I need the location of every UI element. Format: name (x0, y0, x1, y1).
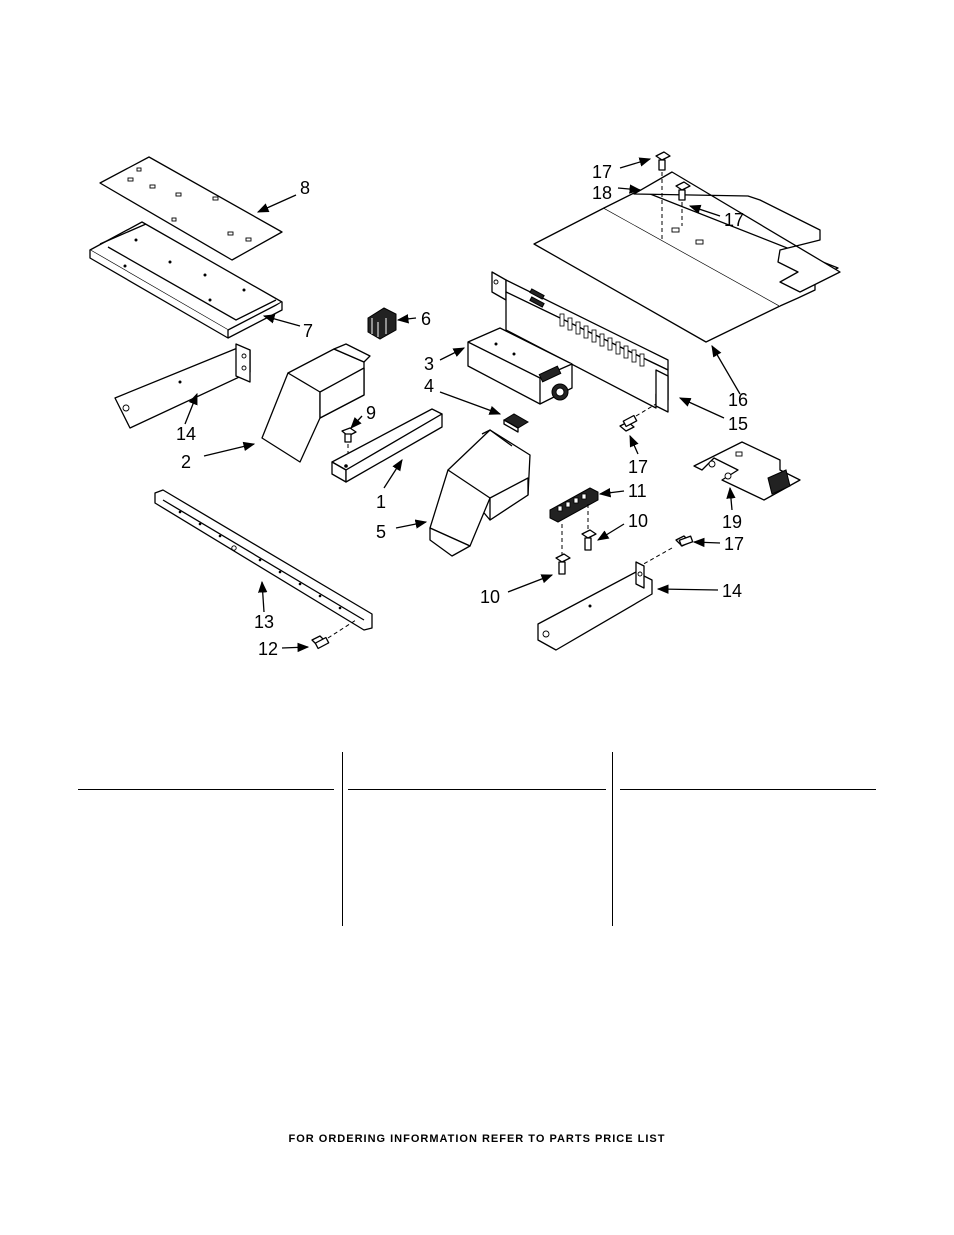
part-10-screw-b (581, 504, 597, 551)
callout-14a: 14 (176, 424, 196, 444)
part-16-top-panel (533, 189, 839, 343)
callout-4: 4 (424, 376, 434, 396)
part-17-screw-top (655, 151, 671, 240)
column-3-rule (620, 789, 876, 790)
part-2-duct (261, 343, 371, 463)
callout-3: 3 (424, 354, 434, 374)
callout-19: 19 (722, 512, 742, 532)
callout-10b: 10 (628, 511, 648, 531)
part-18-upper-panel (633, 171, 841, 293)
part-12-screw (311, 619, 357, 650)
callout-leaders (184, 157, 741, 653)
callout-17d: 17 (724, 534, 744, 554)
part-4-clip (503, 413, 529, 433)
part-5-shield (429, 429, 531, 557)
part-11-terminal-block (549, 487, 599, 523)
column-divider-2 (612, 752, 613, 926)
part-7-tray (89, 221, 283, 339)
callout-18: 18 (592, 183, 612, 203)
callout-1: 1 (376, 492, 386, 512)
ordering-info-footer: FOR ORDERING INFORMATION REFER TO PARTS … (288, 1133, 666, 1145)
part-14-right-bracket (537, 561, 653, 651)
callout-17a: 17 (592, 162, 612, 182)
part-17-screw-lower (639, 535, 694, 567)
callout-16: 16 (728, 390, 748, 410)
callout-7: 7 (303, 321, 313, 341)
callout-17b: 17 (724, 210, 744, 230)
callout-2: 2 (181, 452, 191, 472)
part-3-control-module (467, 327, 573, 405)
part-14-left-bracket (114, 343, 251, 429)
callout-13: 13 (254, 612, 274, 632)
callout-9: 9 (366, 403, 376, 423)
part-6-block (367, 307, 397, 340)
part-1-rail (331, 408, 443, 483)
part-15-back-wall (491, 271, 669, 413)
callout-15: 15 (728, 414, 748, 434)
part-19-plate (693, 441, 801, 501)
exploded-parts-diagram: 1 2 3 4 5 6 7 8 9 10 10 11 12 13 14 14 1… (89, 151, 841, 659)
callout-5: 5 (376, 522, 386, 542)
part-8-top-cover (99, 156, 283, 261)
callout-6: 6 (421, 309, 431, 329)
callout-labels: 1 2 3 4 5 6 7 8 9 10 10 11 12 13 14 14 1… (176, 162, 748, 659)
column-divider-1 (342, 752, 343, 926)
column-1-rule (78, 789, 334, 790)
callout-12: 12 (258, 639, 278, 659)
part-17-screw-mid (619, 403, 657, 432)
callout-14b: 14 (722, 581, 742, 601)
part-10-screw-a (555, 524, 571, 575)
column-2-rule (348, 789, 606, 790)
part-13-long-rail (154, 489, 373, 631)
callout-17c: 17 (628, 457, 648, 477)
callout-11: 11 (628, 481, 647, 501)
callout-10a: 10 (480, 587, 500, 607)
part-17-screw-upper (675, 181, 691, 226)
callout-8: 8 (300, 178, 310, 198)
